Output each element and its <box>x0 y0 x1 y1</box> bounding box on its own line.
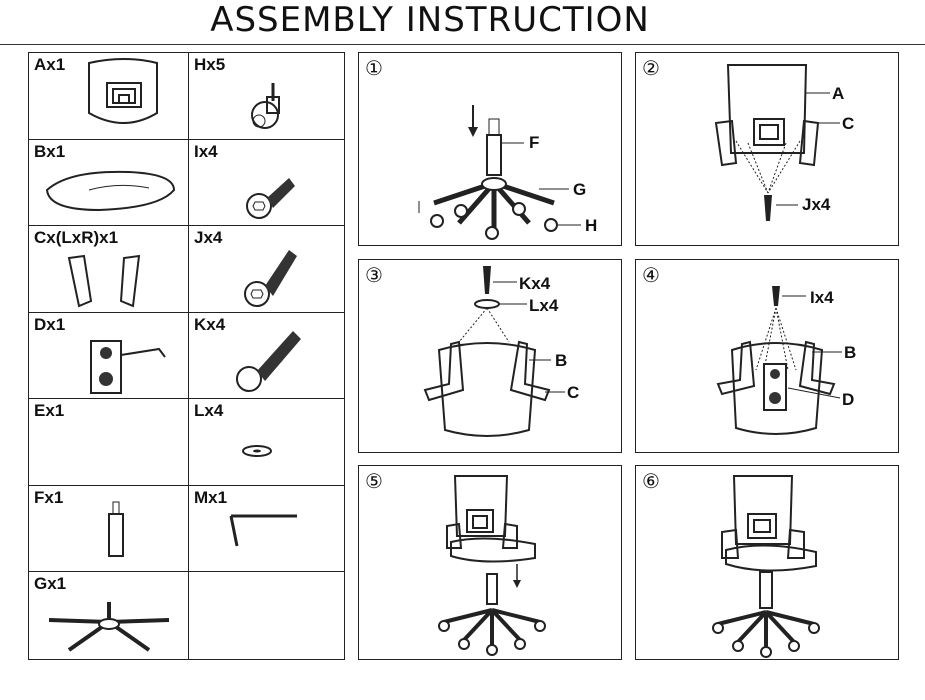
part-label: Gx1 <box>34 574 67 594</box>
part-label: Bx1 <box>34 141 66 161</box>
part-label: Dx1 <box>34 314 66 334</box>
part-label: Cx(LxR)x1 <box>34 228 119 248</box>
step-6-illustration <box>712 475 820 658</box>
part-label: Jx4 <box>194 228 223 248</box>
step-4-illustration <box>716 286 842 435</box>
step-4: ④ Ix4 B D <box>635 259 899 453</box>
step-5: ⑤ <box>358 465 622 660</box>
armrests-icon <box>67 254 141 308</box>
part-i: Ix4 <box>189 140 344 227</box>
step-6: ⑥ <box>635 465 899 660</box>
part-f: Fx1 <box>29 485 189 573</box>
step-1: ① F G H <box>358 52 622 246</box>
mechanism-icon <box>90 339 166 394</box>
label-f: F <box>529 133 540 152</box>
part-label: Kx4 <box>194 314 226 334</box>
label-lx4: Lx4 <box>529 296 559 315</box>
bolt-icon <box>246 177 295 219</box>
part-m: Mx1 <box>189 486 344 573</box>
step-1-illustration <box>418 105 581 240</box>
part-blank <box>189 572 344 659</box>
part-h: Hx5 <box>189 53 344 140</box>
step-3: ③ Kx4 Lx4 B C <box>358 259 622 453</box>
page-title: ASSEMBLY INSTRUCTION <box>210 0 650 40</box>
part-k: Kx4 <box>189 313 344 400</box>
seat-icon <box>45 170 176 211</box>
bolt-icon <box>244 250 297 308</box>
part-label: Ax1 <box>34 55 66 74</box>
parts-list: Ax1 Hx5 Bx1 Ix4 Cx(LxR)x1 Jx4 Dx1 Kx4 Ex… <box>28 52 345 660</box>
step-2-illustration <box>714 64 840 221</box>
step-number: ① <box>365 58 383 80</box>
step-number: ② <box>642 58 660 80</box>
part-g: Gx1 <box>29 572 189 659</box>
part-label: Ex1 <box>34 401 65 421</box>
caster-icon <box>251 83 280 129</box>
part-j: Jx4 <box>189 226 344 313</box>
part-label: Lx4 <box>194 401 224 421</box>
step-5-illustration <box>438 475 546 656</box>
part-label: Fx1 <box>34 487 64 507</box>
step-number: ⑥ <box>642 471 660 493</box>
label-d: D <box>842 390 855 409</box>
label-c: C <box>842 114 855 133</box>
part-label: Hx5 <box>194 55 226 74</box>
label-g: G <box>573 180 587 199</box>
part-b: Bx1 <box>29 139 189 227</box>
label-ix4: Ix4 <box>810 288 834 307</box>
part-label: Ix4 <box>194 141 218 161</box>
label-kx4: Kx4 <box>519 274 551 293</box>
title-divider <box>0 44 925 45</box>
step-number: ③ <box>365 265 383 287</box>
base-icon <box>48 602 170 653</box>
step-number: ④ <box>642 265 660 287</box>
label-h: H <box>585 216 598 235</box>
step-3-illustration <box>423 266 565 437</box>
label-b: B <box>555 351 568 370</box>
part-a: Ax1 <box>29 53 189 140</box>
part-label: Mx1 <box>194 487 228 507</box>
label-a: A <box>832 84 845 103</box>
label-jx4: Jx4 <box>802 195 831 214</box>
part-c: Cx(LxR)x1 <box>29 226 189 313</box>
label-c: C <box>567 383 580 402</box>
part-l: Lx4 <box>189 399 344 486</box>
gas-lift-icon <box>108 501 124 557</box>
step-number: ⑤ <box>365 471 383 493</box>
allen-key-icon <box>229 514 297 547</box>
washer-icon <box>242 445 272 458</box>
label-b: B <box>844 343 857 362</box>
step-2: ② A C Jx4 <box>635 52 899 246</box>
part-d: Dx1 <box>29 312 189 400</box>
backrest-icon <box>88 58 158 124</box>
part-e: Ex1 <box>29 399 189 486</box>
long-bolt-icon <box>236 330 301 392</box>
